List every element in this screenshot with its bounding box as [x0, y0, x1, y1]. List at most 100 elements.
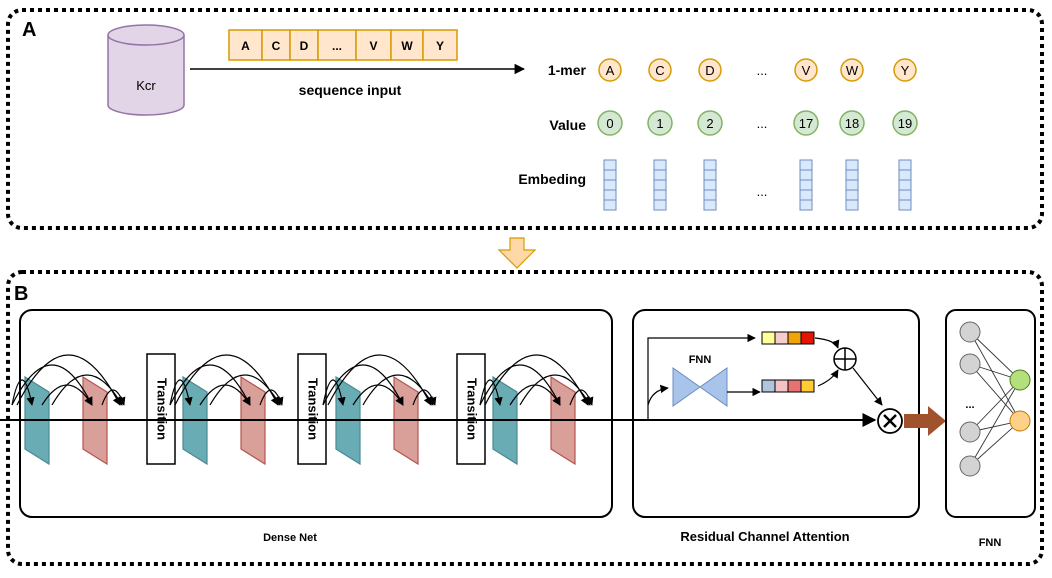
- fnn-edge: [969, 420, 1021, 467]
- skip-connection: [479, 379, 503, 406]
- embedding-cell: [703, 169, 717, 181]
- value-token-label: 17: [799, 116, 813, 131]
- fnn-input-node: [959, 321, 981, 343]
- panel-a-border: [6, 8, 1044, 230]
- skip-connection: [259, 389, 284, 406]
- embedding-cell: [799, 189, 813, 201]
- sequence-cell-label: D: [300, 39, 309, 53]
- fnn-output-node: [1009, 369, 1031, 391]
- kmer-token-label: W: [846, 63, 859, 78]
- fnn-ellipsis: ...: [965, 399, 974, 411]
- skip-connection: [362, 374, 434, 406]
- embedding-cell: [653, 199, 667, 211]
- kmer-token: [893, 58, 917, 82]
- skip-connection: [209, 374, 281, 406]
- value-token-label: 1: [656, 116, 663, 131]
- channel-cell: [800, 331, 815, 345]
- fnn-input-node: [959, 421, 981, 443]
- skip-connection: [569, 389, 594, 406]
- transition-block: [456, 353, 486, 465]
- embedding-cell: [703, 189, 717, 201]
- kmer-token: [598, 58, 622, 82]
- fnn-edge: [969, 363, 1021, 422]
- embedding-cell: [603, 169, 617, 181]
- skip-connection: [11, 379, 35, 406]
- embedding-cell: [653, 159, 667, 171]
- sequence-cell-label: Y: [436, 39, 444, 53]
- skip-connection: [16, 354, 121, 406]
- sequence-cell: [390, 29, 424, 61]
- embedding-cell: [653, 169, 667, 181]
- transition-label: Transition: [306, 378, 321, 440]
- kmer-token: [794, 58, 818, 82]
- panel-b-border: [6, 270, 1044, 566]
- kmer-token: [840, 58, 864, 82]
- embedding-cell: [898, 199, 912, 211]
- residual-branch-line: [647, 333, 756, 420]
- database-label: Kcr: [136, 78, 156, 93]
- value-token-label: 0: [606, 116, 613, 131]
- kmer-token: [648, 58, 672, 82]
- embedding-cell: [653, 189, 667, 201]
- skip-connection: [101, 389, 126, 406]
- fnn-edge: [969, 331, 1021, 381]
- embedding-cell: [845, 189, 859, 201]
- transition-label: Transition: [155, 378, 170, 440]
- residual-to-add-line: [814, 337, 840, 349]
- fnn-bottleneck-icon: [672, 367, 728, 407]
- fnn-input-node: [959, 455, 981, 477]
- sequence-cell-label: ...: [332, 39, 342, 53]
- sequence-cell-label: C: [272, 39, 281, 53]
- embedding-cell: [898, 169, 912, 181]
- skip-connection: [174, 354, 279, 406]
- channel-cell: [774, 331, 789, 345]
- channel-cell: [761, 331, 776, 345]
- panel-b-label: B: [14, 283, 28, 305]
- kmer-token-label: A: [606, 63, 615, 78]
- channel-cell: [787, 331, 802, 345]
- channel-cell: [800, 379, 815, 393]
- embedding-cell: [845, 169, 859, 181]
- fnn-edge: [969, 379, 1021, 433]
- fnn-network: [959, 321, 1031, 477]
- sequence-cell: [317, 29, 357, 61]
- value-ellipsis: ...: [757, 116, 768, 131]
- embedding-cell: [653, 179, 667, 191]
- attention-to-add-line: [817, 369, 839, 387]
- skip-connection: [327, 354, 432, 406]
- skip-connection: [322, 364, 404, 406]
- kmer-token-label: D: [705, 63, 714, 78]
- embedding-cell: [845, 159, 859, 171]
- embedding-cell: [845, 199, 859, 211]
- embedding-ellipsis: ...: [757, 184, 768, 199]
- embedding-cell: [799, 199, 813, 211]
- embedding-cell: [898, 189, 912, 201]
- add-operator-icon: [833, 347, 857, 371]
- skip-connection: [519, 374, 591, 406]
- embedding-cell: [703, 179, 717, 191]
- attention-caption: Residual Channel Attention: [680, 529, 849, 544]
- channel-cell: [761, 379, 776, 393]
- embedding-cell: [603, 189, 617, 201]
- embedding-cell: [898, 159, 912, 171]
- embedding-cell: [703, 199, 717, 211]
- skip-connection: [479, 364, 561, 406]
- embedding-cell: [898, 179, 912, 191]
- channel-cell: [774, 379, 789, 393]
- kmer-token: [698, 58, 722, 82]
- embedding-cell: [799, 179, 813, 191]
- kmer-token-label: V: [802, 63, 811, 78]
- embedding-cell: [799, 159, 813, 171]
- fnn-input-node: [959, 353, 981, 375]
- output-arrow-icon: [904, 406, 946, 436]
- value-token-label: 2: [706, 116, 713, 131]
- skip-connection: [11, 364, 93, 406]
- fnn-output-node: [1009, 410, 1031, 432]
- skip-connection: [51, 374, 123, 406]
- kmer-row-label: 1-mer: [548, 62, 587, 78]
